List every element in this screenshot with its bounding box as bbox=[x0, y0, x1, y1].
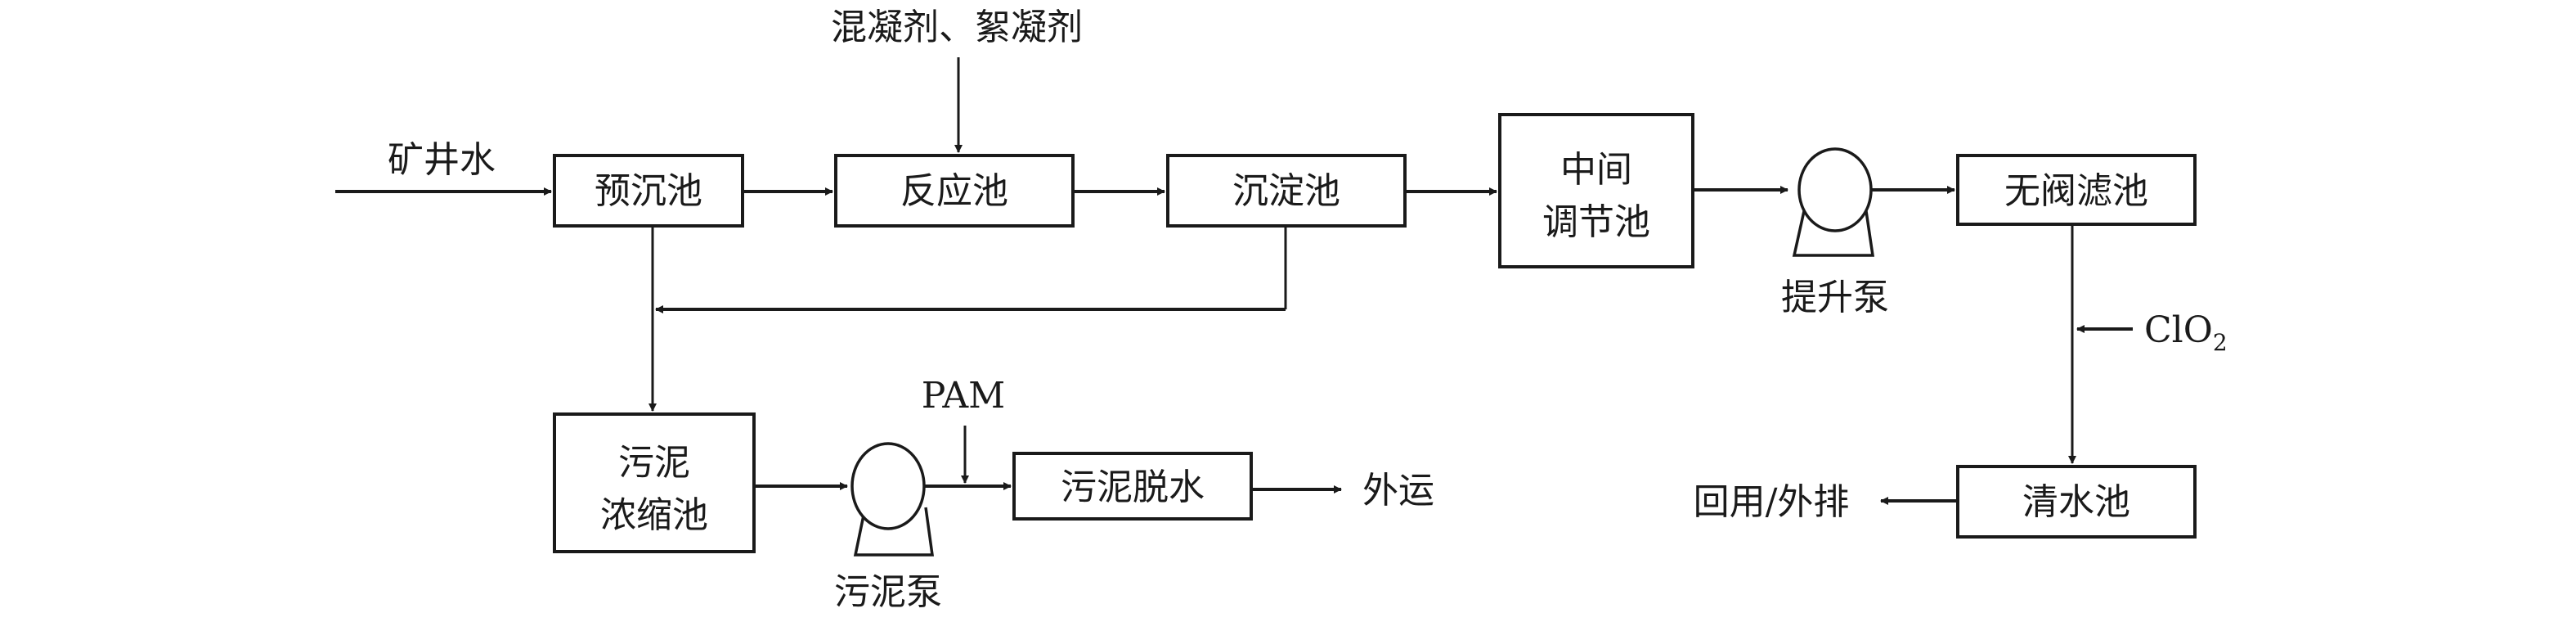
valveless-filter[interactable]: 无阀滤池 bbox=[1956, 154, 2197, 226]
transport-out-label: 外运 bbox=[1362, 470, 1434, 512]
sludge-pump-label: 污泥泵 bbox=[834, 571, 942, 613]
thickener-label-line2: 浓缩池 bbox=[600, 494, 708, 536]
reaction-tank[interactable]: 反应池 bbox=[834, 154, 1075, 228]
clear-water-tank[interactable]: 清水池 bbox=[1956, 465, 2197, 539]
lift-pump-icon[interactable] bbox=[1792, 147, 1875, 257]
sludge-pump-icon[interactable] bbox=[850, 442, 935, 557]
reuse-discharge-label: 回用/外排 bbox=[1694, 481, 1850, 523]
lift-pump-label: 提升泵 bbox=[1781, 277, 1889, 318]
pam-label: PAM bbox=[922, 375, 1005, 417]
intermediate-label-line2: 调节池 bbox=[1542, 201, 1650, 243]
intermediate-regulating-tank[interactable]: 中间 调节池 bbox=[1498, 113, 1694, 268]
coagulant-label: 混凝剂、絮凝剂 bbox=[831, 7, 1083, 48]
pre-sedimentation-label: 预沉池 bbox=[595, 170, 702, 212]
intermediate-label-line1: 中间 bbox=[1560, 149, 1632, 191]
clo2-label: ClO2 bbox=[2144, 309, 2228, 356]
sedimentation-label: 沉淀池 bbox=[1232, 170, 1340, 212]
clear-water-label: 清水池 bbox=[2022, 481, 2130, 523]
sedimentation-tank[interactable]: 沉淀池 bbox=[1166, 154, 1407, 228]
sludge-thickener-tank[interactable]: 污泥 浓缩池 bbox=[553, 412, 756, 553]
valveless-filter-label: 无阀滤池 bbox=[2004, 170, 2148, 212]
reaction-label: 反应池 bbox=[900, 170, 1008, 212]
thickener-label-line1: 污泥 bbox=[618, 442, 690, 484]
dewatering-label: 污泥脱水 bbox=[1061, 466, 1205, 508]
mine-water-label: 矿井水 bbox=[388, 139, 496, 181]
sludge-dewatering-unit[interactable]: 污泥脱水 bbox=[1012, 452, 1253, 521]
pre-sedimentation-tank[interactable]: 预沉池 bbox=[553, 154, 744, 228]
